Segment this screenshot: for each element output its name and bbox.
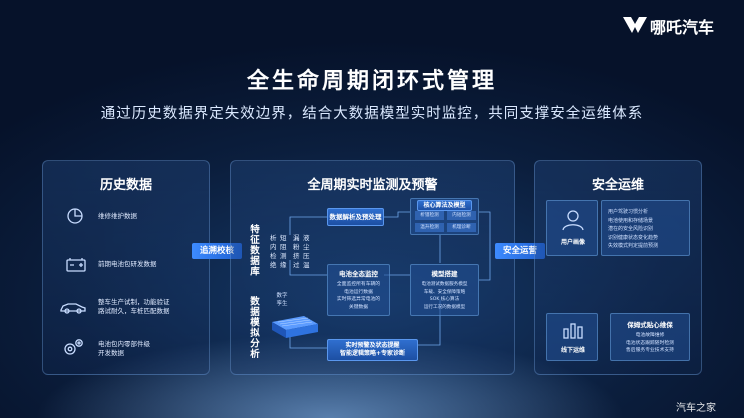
history-item-label: 前期电池包研发数据 [98,260,157,268]
digital-twin-label: 数字 孪生 [272,292,292,308]
battery-monitor-title: 电池全态监控 [339,270,378,278]
operation-line: 售后服务专业技术支持 [626,348,674,353]
brand-name: 哪吒汽车 [650,18,715,37]
offline-op-details: 保姆式贴心维保 电池故障维修 电池状态跟踪随时检测 售后服务专业技术支持 [610,313,690,361]
model-build-title: 模型搭建 [431,270,458,278]
feature-char: 短 [280,234,287,242]
feature-char: 过 [293,261,300,269]
feature-char: 阻 [280,243,287,251]
feature-db-label: 特征数据库 [248,224,259,277]
realtime-alert-box: 实时预警及状态提醒 智能逻辑策略+专家诊断 [327,339,418,361]
feature-char: 测 [280,252,287,260]
user-icon [562,210,584,231]
alert-line: 实时预警及状态提醒 [345,342,400,349]
history-item: 电池包内零部件级 开发数据 [62,338,206,360]
brand-logo: 哪吒汽车 [622,14,732,37]
feature-char: 温 [303,261,310,269]
safety-title: 安全运维 [591,178,644,193]
feature-char: 液 [303,234,310,242]
trace-check-arrow: 追溯校核 [192,243,242,259]
battery-monitor-box: 电池全态监控 全面监控所有车辆的 电池运行数据 实时筛选异常电池的 关键数据 [327,264,390,316]
operation-line: 电池故障维修 [635,333,665,338]
portrait-line: 潜在的安全风险识别 [608,226,654,232]
pie-chart-icon [67,208,83,224]
portrait-line: 用户驾驶习惯分析 [608,209,649,215]
history-title: 历史数据 [99,178,152,193]
data-parse-box: 数据解析及预处理 [327,208,384,226]
user-portrait-card: 用户画像 [546,200,598,256]
feature-char: 缘 [280,261,287,269]
battery-monitor-line: 关键数据 [348,304,369,310]
history-item-label: 电池包内零部件级 [98,340,150,348]
feature-char: 尘 [303,243,310,251]
feature-char: 绝 [270,261,277,269]
alert-line: 智能逻辑策略+专家诊断 [339,350,406,357]
portrait-line: 电池使用和存储场景 [608,217,654,224]
history-item-label: 路试耐久，车桩匹配数据 [98,307,170,315]
history-item-label: 开发数据 [98,349,124,357]
offline-op-card: 线下运维 [546,313,598,361]
twin-line: 孪生 [276,301,288,307]
portrait-line: 失效模式判定提前预测 [608,243,659,249]
battery-monitor-line: 全面监控所有车辆的 [336,282,381,287]
battery-monitor-line: 实时筛选异常电池的 [336,297,381,302]
monitor-title: 全周期实时监测及预警 [307,178,438,193]
user-portrait-details: 用户驾驶习惯分析 电池使用和存储场景 潜在的安全风险识别 识别健康状态变化趋势 … [601,200,690,256]
core-item: 析锂检测 [415,211,444,220]
bar-chart-icon [563,323,583,339]
battery-pack-image [272,316,318,338]
operation-line: 电池状态跟踪随时检测 [626,340,674,346]
battery-monitor-line: 电池运行数据 [344,289,373,295]
history-item: 维修维护数据 [66,206,206,228]
feature-grid: 析 内 检 绝 短 阻 测 缘 漏 粉 挤 过 液 尘 压 温 [270,234,312,278]
page-subtitle: 通过历史数据界定失效边界，结合大数据模型实时监控，共同支撑安全运维体系 [100,106,644,122]
car-icon [60,303,86,314]
offline-op-title: 保姆式贴心维保 [627,321,673,329]
core-item: 温升检测 [415,223,444,232]
core-item: 机理诊断 [447,223,476,232]
feature-char: 内 [270,243,277,251]
history-panel: 历史数据 [42,160,210,375]
offline-op-label: 线下运维 [560,347,585,354]
page-title: 全生命周期闭环式管理 [246,69,497,94]
portrait-line: 识别健康状态变化趋势 [608,234,659,241]
battery-icon [66,258,86,272]
history-item: 前期电池包研发数据 [66,254,206,276]
model-build-line: 车载、安全保障策略 [423,289,466,295]
model-build-box: 模型搭建 电池测试数据服务模型 车载、安全保障策略 SOK 核心算法 运行工况的… [410,264,479,316]
feature-char: 析 [270,234,277,242]
twin-line: 数字 [276,293,288,299]
feature-char: 粉 [293,243,300,251]
core-item: 内短检测 [447,211,476,220]
history-item-label: 整车生产试制，功能验证 [98,298,170,306]
model-build-line: SOK 核心算法 [429,297,460,302]
feature-char: 挤 [293,252,300,260]
core-algorithm-title: 核心算法及模型 [417,200,472,211]
sim-analysis-label: 数据模拟分析 [248,296,259,359]
gears-icon [64,339,83,355]
brand-mark-icon [623,17,647,33]
history-item-label: 维修维护数据 [98,212,137,220]
feature-char: 漏 [293,234,300,242]
history-item: 整车生产试制，功能验证 路试耐久，车桩匹配数据 [60,296,206,318]
feature-char: 检 [270,252,277,260]
watermark: 汽车之家 [676,403,716,414]
feature-char: 压 [303,252,310,260]
model-build-line: 运行工况的数据模型 [423,304,466,310]
core-algorithm-box: 核心算法及模型 析锂检测 内短检测 温升检测 机理诊断 [410,198,479,235]
safety-operation-arrow: 安全运营 [495,243,545,259]
model-build-line: 电池测试数据服务模型 [421,282,468,287]
user-portrait-label: 用户画像 [560,239,585,246]
